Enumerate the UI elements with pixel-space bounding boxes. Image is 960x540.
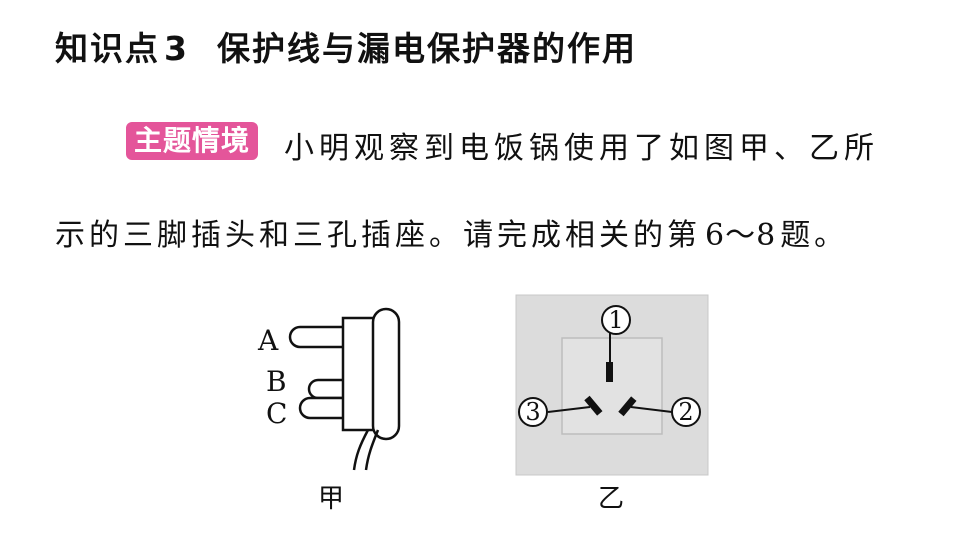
marker-circle-1 (601, 305, 631, 335)
marker-1-label: 1 (608, 306, 623, 334)
socket-hole-3 (584, 395, 603, 416)
pin-a (288, 325, 343, 349)
pin-c (298, 396, 343, 420)
marker-circle-3 (518, 397, 548, 427)
heading-number: 3 (164, 29, 189, 68)
heading-title: 保护线与漏电保护器的作用 (216, 29, 637, 68)
three-pin-plug-figure (288, 307, 401, 471)
pin-c-label: C (266, 397, 287, 430)
plug-caption: 甲 (318, 484, 344, 514)
leader-3 (547, 406, 591, 413)
pin-b-label: B (266, 365, 287, 398)
pin-a-label: A (257, 324, 279, 357)
question-range: 6～8 (705, 218, 777, 253)
scenario-text-1: 小明观察到电饭锅使用了如图甲、乙所 (284, 131, 879, 166)
socket-face (561, 337, 663, 435)
marker-circle-2 (671, 397, 701, 427)
three-hole-socket-figure (515, 294, 709, 476)
scenario-text-3: 题。 (780, 218, 849, 253)
marker-2-label: 2 (678, 398, 693, 426)
pin-b (307, 378, 343, 400)
scenario-line-1: 主题情境 小明观察到电饭锅使用了如图甲、乙所 (0, 122, 960, 166)
plug-grip (371, 307, 401, 441)
socket-caption: 乙 (598, 484, 624, 514)
socket-hole-1 (606, 362, 613, 382)
plug-cable-1 (352, 429, 370, 471)
scenario-badge: 主题情境 (126, 122, 259, 160)
scenario-text-2: 示的三脚插头和三孔插座。请完成相关的第 (55, 218, 701, 253)
socket-hole-2 (618, 396, 637, 417)
heading-prefix: 知识点 (55, 29, 160, 68)
marker-3-label: 3 (525, 398, 540, 426)
leader-2 (630, 406, 673, 413)
plug-cable-2 (364, 429, 380, 471)
